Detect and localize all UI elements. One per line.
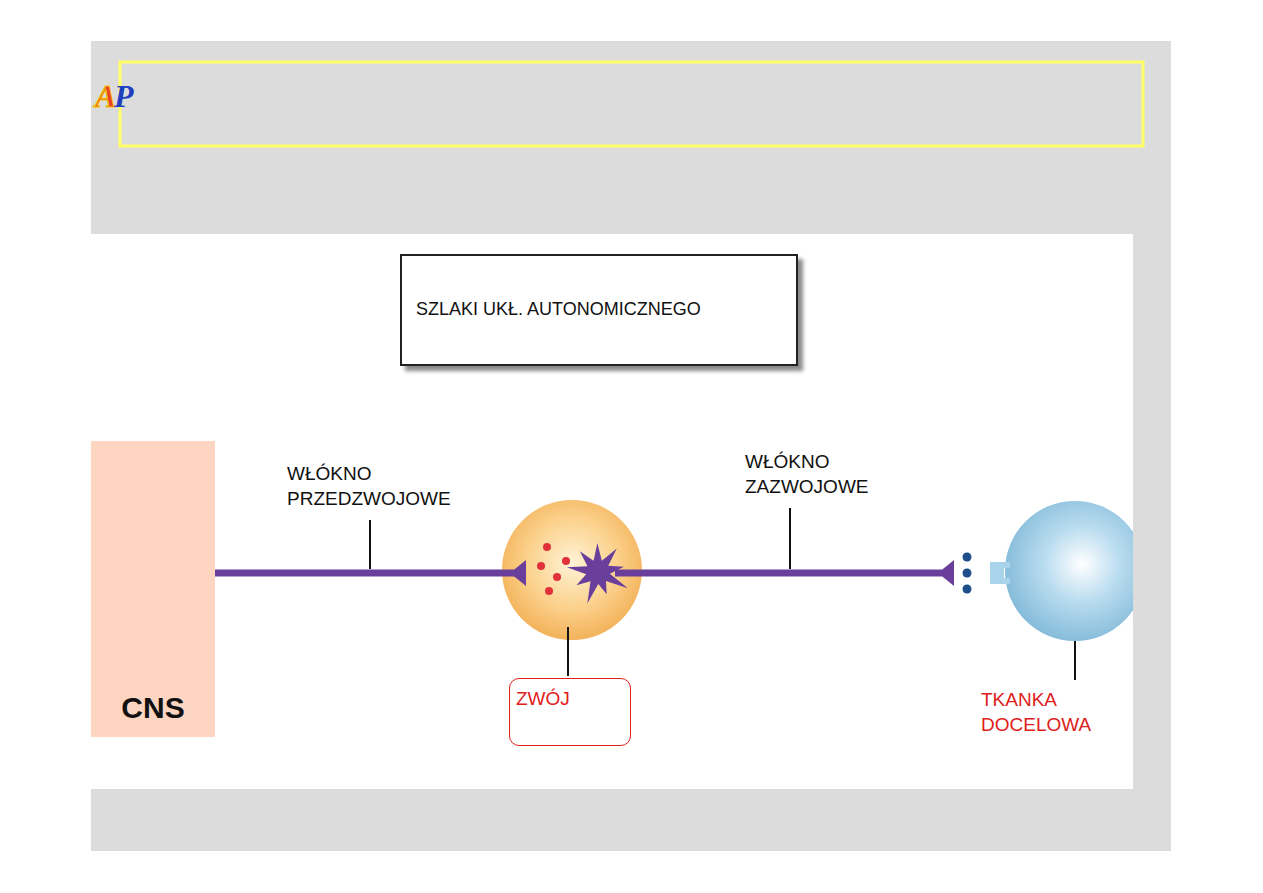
neurotransmitter-dots bbox=[963, 553, 972, 594]
fiber-label: WŁÓKNO PRZEDZWOJOWE bbox=[287, 462, 451, 511]
target-cell bbox=[1005, 501, 1133, 641]
preganglionic-axon bbox=[195, 570, 515, 577]
node-text: ZWÓJ bbox=[516, 687, 624, 712]
cns-band: CNS bbox=[91, 441, 215, 737]
title-box: SZLAKI UKŁ. AUTONOMICZNEGO bbox=[400, 254, 798, 366]
logo-letter: P bbox=[114, 76, 134, 118]
axon-terminal bbox=[510, 560, 526, 586]
logo-letter: A bbox=[95, 76, 116, 118]
ganglion-neuron bbox=[567, 543, 628, 604]
leader-lines bbox=[370, 508, 1075, 680]
target-tissue: TKANKA DOCELOWA bbox=[978, 684, 1128, 754]
title-frame bbox=[120, 62, 1143, 146]
node-text: SZLAKI UKŁ. AUTONOMICZNEGO bbox=[416, 298, 701, 321]
node-text: CNS bbox=[121, 688, 184, 727]
postganglionic-axon bbox=[615, 570, 942, 577]
receptor bbox=[990, 562, 1010, 584]
label-box: ZWÓJ bbox=[509, 678, 631, 746]
node-text: TKANKA DOCELOWA bbox=[981, 688, 1091, 737]
fiber-label: WŁÓKNO ZAZWOJOWE bbox=[745, 450, 868, 499]
neurotransmitter-dots bbox=[537, 543, 570, 595]
axon-terminal bbox=[938, 560, 954, 586]
